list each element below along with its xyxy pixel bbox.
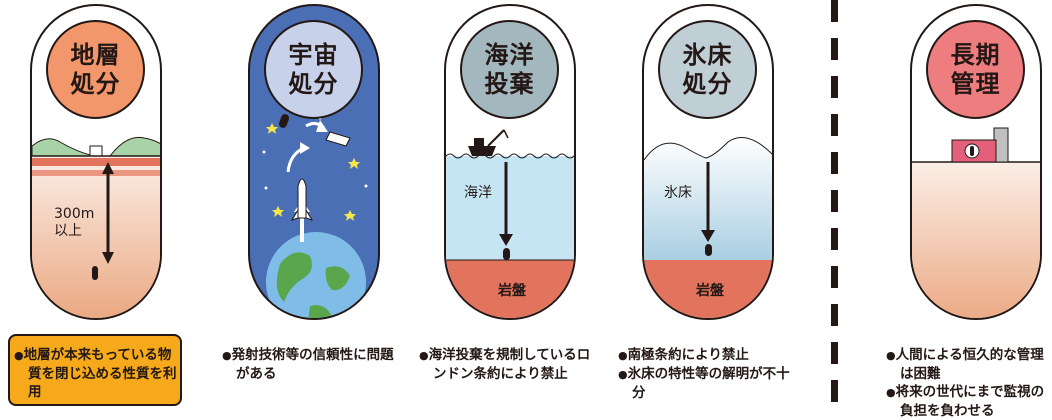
capsule-ocean: 海洋 投棄 海洋 岩盤 (444, 4, 576, 320)
description-geological: 地層が本来もっている物質を閉じ込める性質を利用 (14, 346, 180, 401)
title-line-1: 海洋 (484, 40, 535, 69)
title-line-2: 管理 (950, 69, 1001, 98)
title-line-2: 処分 (682, 69, 733, 98)
divider-line (831, 0, 838, 414)
title-line-1: 宇宙 (288, 40, 339, 69)
description-ice: 南極条約により禁止 氷床の特性等の解明が不十分 (618, 346, 790, 402)
description-item: 発射技術等の信頼性に問題がある (222, 346, 394, 383)
title-geological: 地層 処分 (46, 20, 145, 119)
medium-label: 海洋 (464, 185, 492, 201)
ship-icon (468, 146, 496, 156)
description-item: 将来の世代にまで監視の負担を負わせる (886, 383, 1052, 420)
title-line-1: 氷床 (682, 40, 733, 69)
long-term-scene (912, 127, 1040, 318)
capsule-long-term: 長期 管理 (910, 4, 1042, 320)
description-item: 南極条約により禁止 (618, 346, 790, 365)
title-space: 宇宙 処分 (264, 20, 363, 119)
waste-canister-icon (92, 266, 98, 280)
title-ocean: 海洋 投棄 (460, 20, 559, 119)
depth-label: 300m 以上 (54, 206, 95, 239)
waste-canister-icon (278, 114, 290, 128)
ocean-scene (446, 129, 574, 318)
title-ice: 氷床 処分 (658, 20, 757, 119)
description-item: 人間による恒久的な管理は困難 (886, 346, 1052, 383)
title-line-2: 処分 (288, 69, 339, 98)
description-ocean: 海洋投棄を規制しているロンドン条約により禁止 (419, 346, 591, 383)
title-line-2: 処分 (70, 69, 121, 98)
space-scene (262, 114, 368, 318)
capsule-ice: 氷床 処分 氷床 岩盤 (642, 4, 774, 320)
bedrock-label: 岩盤 (696, 283, 724, 299)
capsule-geological: 地層 処分 300m 以上 (30, 4, 162, 320)
waste-canister-icon (705, 244, 712, 256)
waste-canister-icon (503, 248, 510, 260)
description-space: 発射技術等の信頼性に問題がある (222, 346, 394, 383)
bedrock-label: 岩盤 (498, 283, 526, 299)
ice-scene (644, 137, 772, 318)
capsule-space: 宇宙 処分 (248, 4, 380, 320)
description-item: 地層が本来もっている物質を閉じ込める性質を利用 (14, 346, 180, 401)
title-line-1: 地層 (70, 40, 121, 69)
title-line-1: 長期 (950, 40, 1001, 69)
geological-scene (32, 136, 160, 318)
description-item: 氷床の特性等の解明が不十分 (618, 365, 790, 402)
title-long-term: 長期 管理 (926, 20, 1025, 119)
title-line-2: 投棄 (484, 69, 535, 98)
description-item: 海洋投棄を規制しているロンドン条約により禁止 (419, 346, 591, 383)
description-long-term: 人間による恒久的な管理は困難 将来の世代にまで監視の負担を負わせる (886, 346, 1052, 420)
medium-label: 氷床 (664, 185, 692, 201)
